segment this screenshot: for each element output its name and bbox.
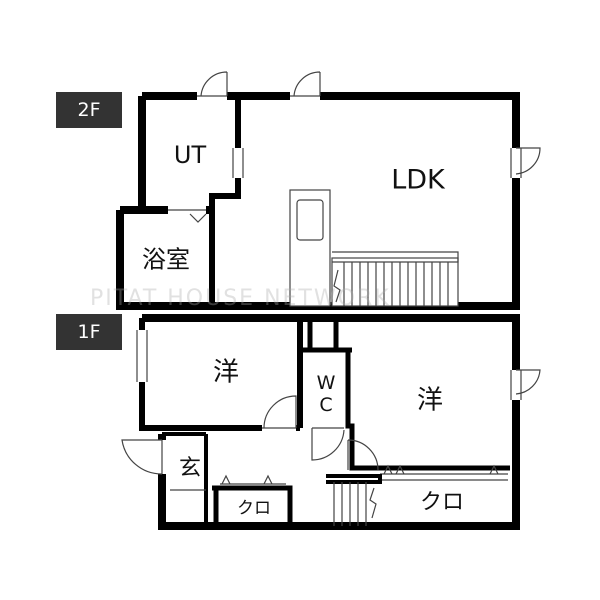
door-entrance [121, 439, 167, 475]
floor-tag-1f: 1F [56, 314, 122, 350]
door-wc [311, 427, 345, 461]
window-1f-right [510, 369, 541, 400]
door-bath [168, 205, 207, 223]
staircase-2f [289, 189, 459, 307]
window-ldk-right [510, 147, 541, 178]
watermark: PITAT HOUSE NETWORK [90, 286, 391, 311]
room-label-entrance: 玄 [178, 456, 202, 481]
door-ldk-top [290, 71, 321, 101]
door-ut-top [197, 71, 228, 101]
closet-small-doors [220, 474, 286, 485]
room-label-closet-small: クロ [237, 498, 271, 519]
room-label-western-right: 洋 [416, 385, 444, 416]
floor-tag-2f: 2F [56, 92, 122, 128]
room-label-western-left: 洋 [212, 357, 240, 388]
room-label-ut: UT [173, 141, 207, 169]
room-label-closet-large: クロ [419, 490, 465, 515]
window-1f-left [136, 330, 148, 382]
door-western-right [347, 439, 379, 471]
room-label-bath: 浴室 [142, 245, 190, 274]
closet-large-doors [380, 464, 508, 481]
door-western-left [262, 395, 297, 433]
room-label-ldk: LDK [391, 164, 445, 196]
room-label-wc: W C [316, 372, 336, 416]
floor-1f-walls [139, 314, 520, 530]
staircase-1f [326, 474, 382, 526]
window-ut [232, 148, 244, 178]
